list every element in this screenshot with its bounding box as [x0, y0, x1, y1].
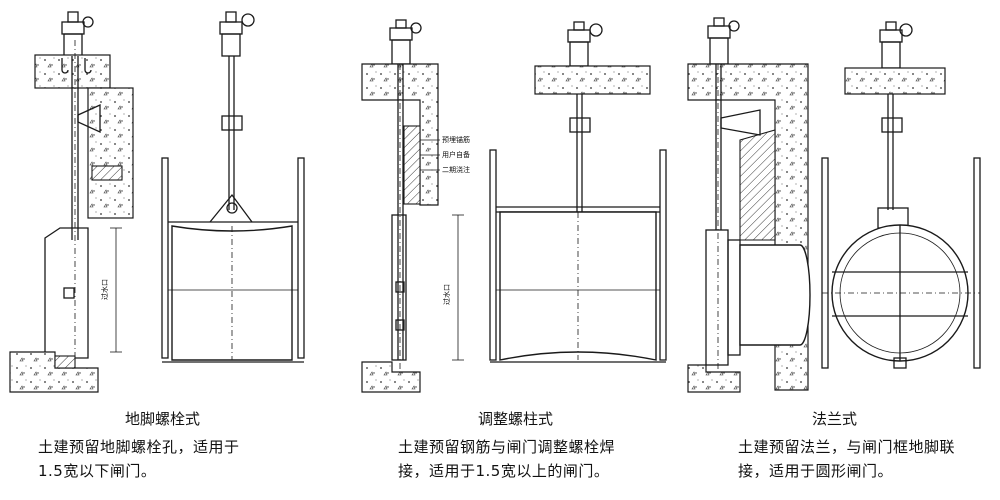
caption-title-3: 法兰式 [812, 410, 857, 428]
flange-front-view [821, 21, 981, 369]
caption-line-1-2: 1.5宽以下闸门。 [38, 462, 156, 480]
caption-line-3-1: 土建预留法兰，与闸门框地脚联 [738, 438, 955, 456]
caption-anchor-bolt: 地脚螺栓式 土建预留地脚螺栓孔，适用于 1.5宽以下闸门。 [38, 410, 240, 480]
caption-title-2: 调整螺柱式 [478, 410, 553, 428]
caption-line-2-1: 土建预留钢筋与闸门调整螺栓焊 [398, 438, 615, 456]
embed-note-1: 预埋锚筋 [442, 135, 470, 144]
caption-adjusting-stud: 调整螺柱式 土建预留钢筋与闸门调整螺栓焊 接，适用于1.5宽以上的闸门。 [398, 410, 615, 480]
anchor-bolt-front-view [161, 11, 305, 363]
caption-title-1: 地脚螺栓式 [125, 410, 200, 428]
adjusting-stud-side-view: 预埋锚筋 用户自备 二期浇注 过水口 [361, 19, 470, 393]
anchor-bolt-side-view: 过水口 [9, 11, 134, 393]
caption-flange: 法兰式 土建预留法兰，与闸门框地脚联 接，适用于圆形闸门。 [738, 410, 955, 480]
caption-line-1-1: 土建预留地脚螺栓孔，适用于 [38, 438, 240, 456]
caption-line-3-2: 接，适用于圆形闸门。 [738, 462, 893, 480]
opening-label-1: 过水口 [100, 279, 109, 300]
embed-note-2: 用户自备 [442, 150, 470, 159]
embed-note-3: 二期浇注 [442, 165, 470, 174]
opening-label-2: 过水口 [442, 284, 451, 305]
flange-side-view [687, 17, 811, 393]
caption-line-2-2: 接，适用于1.5宽以上的闸门。 [398, 462, 609, 480]
adjusting-stud-front-view [489, 21, 667, 363]
